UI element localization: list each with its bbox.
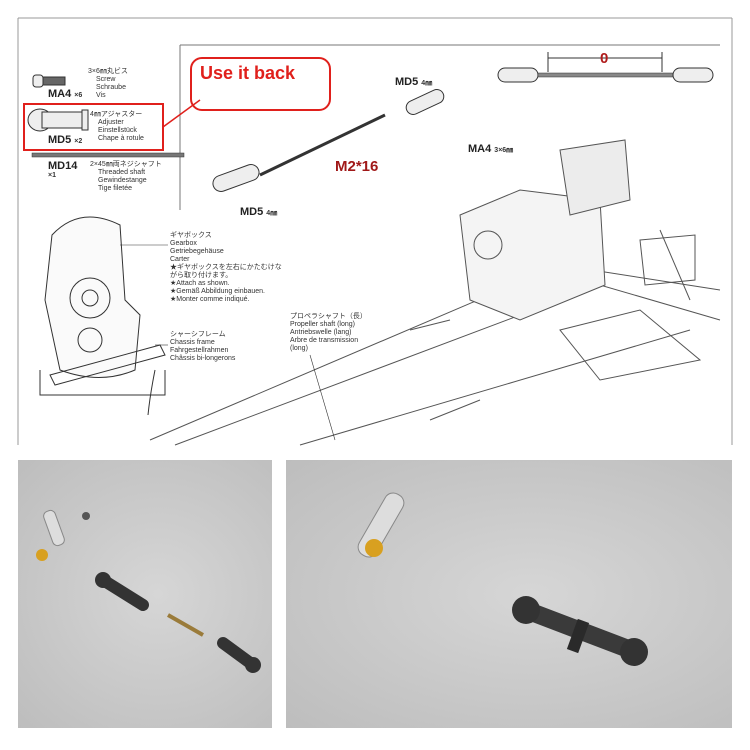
- md14-code: MD14×1: [48, 160, 78, 179]
- photo-assembled-parts: [286, 460, 732, 728]
- md5-adjuster-icon: [27, 108, 89, 132]
- gap-value: 0: [600, 50, 609, 67]
- md5-top-label: MD5 4㎜: [395, 76, 433, 88]
- photo-exploded-parts: [18, 460, 272, 728]
- callout-text: Use it back: [200, 63, 296, 83]
- ma4-motor-label: MA4 3×6㎜: [468, 143, 514, 155]
- md5-bottom-label: MD5 4㎜: [240, 206, 278, 218]
- exploded-adjuster-top: [405, 89, 445, 115]
- propeller-shaft-note: プロペラシャフト（長）Propeller shaft (long)Antrieb…: [290, 313, 367, 352]
- gearbox-drawing: [39, 216, 166, 416]
- exploded-adjuster-bottom: [212, 164, 260, 192]
- ma4-screw-icon: [32, 74, 66, 88]
- shaft-size-label: M2*16: [335, 158, 379, 175]
- use-it-back-callout: Use it back: [190, 57, 331, 111]
- md5-code: MD5 ×2: [48, 134, 83, 146]
- chassis-drawing: [149, 139, 721, 446]
- ma4-code: MA4 ×6: [48, 88, 83, 100]
